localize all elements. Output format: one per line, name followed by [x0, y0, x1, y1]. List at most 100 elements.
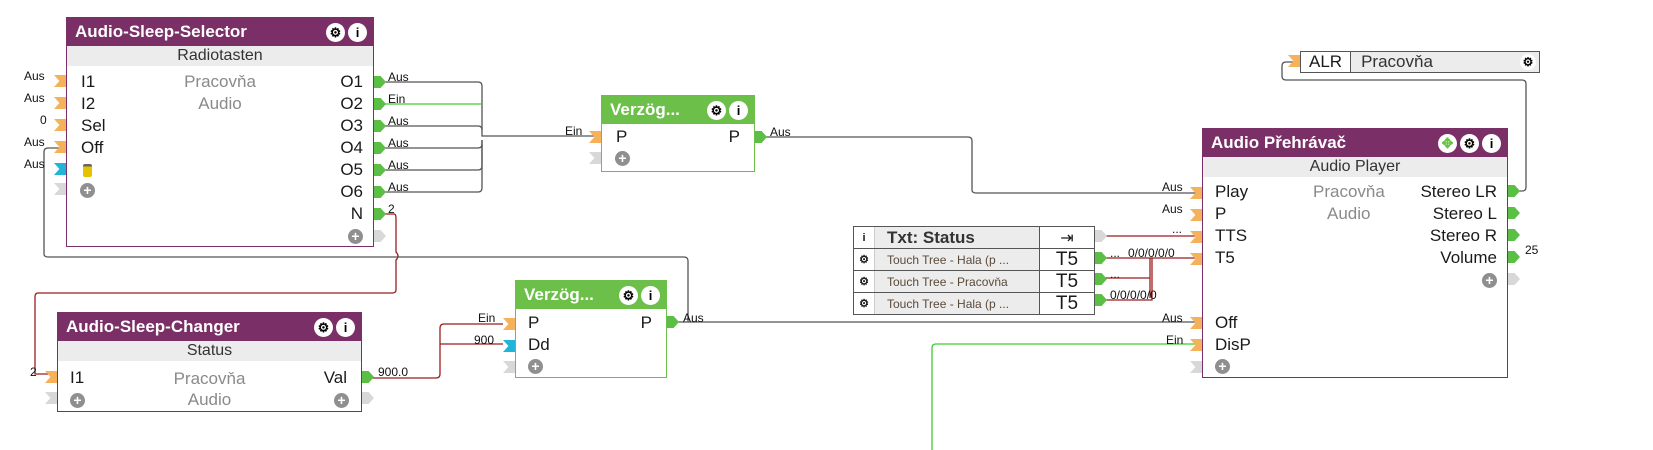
port-disp[interactable] — [1190, 339, 1202, 351]
input-label-p: P — [616, 127, 628, 146]
gear-icon[interactable]: ⚙ — [854, 271, 875, 292]
port-dd[interactable] — [503, 340, 515, 352]
port-t5-2[interactable] — [1095, 273, 1107, 285]
status-table-header[interactable]: i Txt: Status ⇥ — [854, 227, 1094, 249]
add-output-icon[interactable]: + — [334, 393, 349, 408]
gear-icon[interactable]: ⚙ — [1460, 133, 1479, 153]
wire-value: 25 — [1525, 243, 1539, 257]
wire-value: Ein — [388, 92, 406, 106]
wire-disp — [931, 343, 1200, 450]
block-audio-sleep-changer[interactable]: Audio-Sleep-Changer ⚙i Status I1 Pracovň… — [57, 312, 362, 412]
port-add[interactable] — [503, 361, 515, 373]
output-label-o1: O1 — [340, 72, 363, 91]
alr-tag[interactable]: ALR Pracovňa ⚙ — [1300, 51, 1540, 73]
port-sel[interactable] — [54, 119, 66, 131]
output-label-val: Val — [323, 368, 347, 387]
port-off[interactable] — [1190, 317, 1202, 329]
port-play[interactable] — [1190, 187, 1202, 199]
add-input-icon[interactable]: + — [615, 151, 630, 166]
port-add[interactable] — [54, 183, 66, 195]
wire-value: Aus — [1162, 202, 1183, 216]
table-row[interactable]: ⚙ Touch Tree - Hala (p ... T5 — [854, 249, 1094, 271]
port-add-out[interactable] — [374, 230, 386, 242]
port-o3[interactable] — [374, 120, 386, 132]
add-input-icon[interactable]: + — [1215, 359, 1230, 374]
block-audio-player[interactable]: Audio Přehrávač ✥⚙i Audio Player Play P … — [1202, 128, 1508, 378]
block-audio-sleep-selector[interactable]: Audio-Sleep-Selector ⚙i Radiotasten I1 I… — [66, 17, 374, 247]
port-status-out[interactable] — [1095, 230, 1107, 242]
port-tts[interactable] — [1190, 231, 1202, 243]
export-icon[interactable]: ⇥ — [1039, 227, 1094, 248]
block-subtitle: Audio Player — [1203, 157, 1507, 177]
port-t5[interactable] — [1190, 253, 1202, 265]
port-battery[interactable] — [54, 163, 66, 175]
port-o2[interactable] — [374, 98, 386, 110]
table-row[interactable]: ⚙ Touch Tree - Hala (p ... T5 — [854, 293, 1094, 314]
port-p[interactable] — [503, 318, 515, 330]
add-input-icon[interactable]: + — [80, 183, 95, 198]
port-add-out[interactable] — [1508, 273, 1520, 285]
port-off[interactable] — [54, 141, 66, 153]
add-output-icon[interactable]: + — [348, 229, 363, 244]
port-p-out[interactable] — [667, 316, 679, 328]
port-i1[interactable] — [54, 75, 66, 87]
gear-icon[interactable]: ⚙ — [707, 100, 726, 120]
port-o4[interactable] — [374, 142, 386, 154]
wire-value: Aus — [683, 311, 704, 325]
block-header[interactable]: Audio-Sleep-Changer ⚙i — [58, 313, 361, 341]
port-volume[interactable] — [1508, 251, 1520, 263]
move-icon[interactable]: ✥ — [1438, 133, 1457, 153]
port-stereo-lr[interactable] — [1508, 185, 1520, 197]
block-delay-1[interactable]: Verzög... ⚙i P P + — [601, 95, 755, 172]
gear-icon[interactable]: ⚙ — [1520, 54, 1536, 70]
port-add[interactable] — [1190, 361, 1202, 373]
input-label-i1: I1 — [81, 72, 96, 91]
wire-value: 2 — [388, 202, 395, 216]
port-o6[interactable] — [374, 186, 386, 198]
table-row[interactable]: ⚙ Touch Tree - Pracovňa T5 — [854, 271, 1094, 293]
port-stereo-l[interactable] — [1508, 207, 1520, 219]
gear-icon[interactable]: ⚙ — [619, 285, 638, 305]
port-p[interactable] — [1190, 209, 1202, 221]
port-p-out[interactable] — [755, 131, 767, 143]
block-header[interactable]: Verzög... ⚙i — [516, 281, 666, 309]
gear-icon[interactable]: ⚙ — [854, 293, 875, 314]
info-icon[interactable]: i — [854, 227, 875, 248]
input-label-off: Off — [81, 138, 104, 157]
block-header[interactable]: Audio Přehrávač ✥⚙i — [1203, 129, 1507, 157]
info-icon[interactable]: i — [336, 317, 355, 337]
port-o1[interactable] — [374, 76, 386, 88]
port-val[interactable] — [362, 371, 374, 383]
gear-icon[interactable]: ⚙ — [314, 317, 333, 337]
output-label-stereo-l: Stereo L — [1432, 204, 1497, 223]
port-i1[interactable] — [45, 371, 57, 383]
add-output-icon[interactable]: + — [1482, 273, 1497, 288]
port-add[interactable] — [45, 392, 57, 404]
port-t5-1[interactable] — [1095, 252, 1107, 264]
block-header[interactable]: Verzög... ⚙i — [602, 96, 754, 124]
port-t5-3[interactable] — [1095, 294, 1107, 306]
port-p[interactable] — [589, 131, 601, 143]
add-input-icon[interactable]: + — [70, 393, 85, 408]
block-delay-2[interactable]: Verzög... ⚙i P Dd P + — [515, 280, 667, 378]
gear-icon[interactable]: ⚙ — [326, 22, 345, 42]
wire-o3 — [385, 125, 483, 131]
wire-value: 900 — [474, 333, 495, 347]
port-o5[interactable] — [374, 164, 386, 176]
info-icon[interactable]: i — [641, 285, 660, 305]
gear-icon[interactable]: ⚙ — [854, 249, 875, 270]
info-icon[interactable]: i — [729, 100, 748, 120]
info-icon[interactable]: i — [1482, 133, 1501, 153]
port-n[interactable] — [374, 208, 386, 220]
port-i2[interactable] — [54, 97, 66, 109]
wire-value: 0/0/0/0/0 — [1128, 246, 1175, 260]
block-subtitle: Radiotasten — [67, 46, 373, 66]
block-header[interactable]: Audio-Sleep-Selector ⚙i — [67, 18, 373, 46]
port-alr[interactable] — [1288, 55, 1300, 67]
port-add[interactable] — [589, 152, 601, 164]
port-add-out[interactable] — [362, 392, 374, 404]
port-stereo-r[interactable] — [1508, 229, 1520, 241]
info-icon[interactable]: i — [348, 22, 367, 42]
status-table[interactable]: i Txt: Status ⇥ ⚙ Touch Tree - Hala (p .… — [853, 226, 1095, 315]
add-input-icon[interactable]: + — [528, 359, 543, 374]
